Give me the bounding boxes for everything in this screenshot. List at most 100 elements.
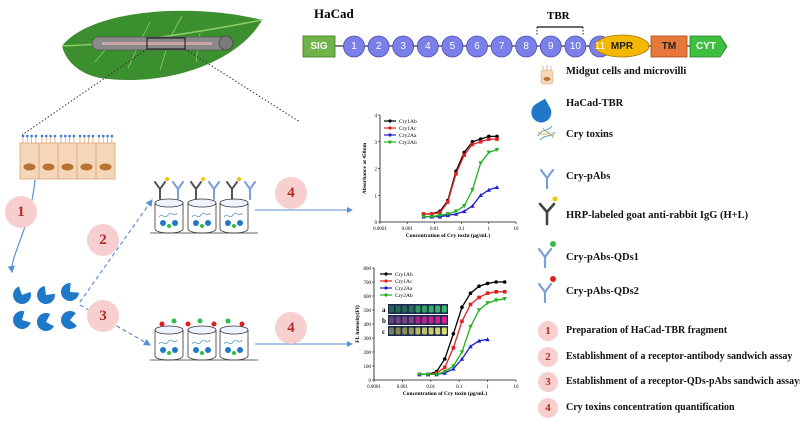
flow-step-2: 2	[87, 224, 119, 256]
data-point-Cry1Ac	[454, 172, 458, 176]
data-point-Cry2Ab	[451, 364, 456, 369]
legend-midgut: Midgut cells and microvilli	[566, 66, 687, 77]
data-point-Cry2Aa	[478, 193, 483, 198]
hacad-tbr-proteins	[13, 283, 79, 331]
repeat-domain-4	[416, 35, 439, 58]
y-tick-label: 300	[364, 337, 372, 342]
y-tick-label: 2	[375, 168, 378, 173]
legend-marker-Cry1Ab	[388, 119, 392, 123]
x-tick-label: 0.001	[402, 227, 414, 232]
repeat-domain-6	[466, 35, 488, 58]
hacad-title: HaCad	[314, 6, 354, 21]
data-point-Cry2Ab	[494, 147, 500, 152]
data-point-Cry1Ac	[438, 210, 442, 215]
repeat-domain-7	[490, 35, 513, 58]
inset-well	[389, 316, 394, 324]
data-point-Cry2Ab	[425, 372, 431, 377]
series-line-Cry1Ab	[423, 135, 497, 215]
inset-well	[435, 316, 441, 324]
qds1-icon	[537, 241, 556, 269]
data-point-Cry2Ab	[445, 212, 450, 217]
y-tick-label: 500	[364, 309, 372, 314]
data-point-Cry2Aa	[485, 337, 490, 342]
x-tick-label: 1	[486, 385, 489, 390]
caterpillar-icon	[91, 35, 234, 51]
x-tick-label: 1	[488, 227, 491, 232]
flow-step-4a: 4	[275, 177, 307, 209]
zoom-line-right	[184, 48, 301, 123]
data-point-Cry2Aa	[468, 344, 473, 349]
data-point-Cry2Ab	[459, 350, 465, 355]
y-tick-label: 100	[364, 365, 372, 370]
x-tick-label: 0.01	[430, 227, 439, 232]
legend-marker-Cry2Ab	[384, 293, 388, 297]
inset-well	[395, 305, 401, 313]
repeat-domain-10	[564, 35, 587, 58]
step-circle-4: 4	[538, 398, 558, 418]
wells-qds-assay	[150, 318, 258, 361]
y-tick-label: 600	[364, 295, 372, 300]
arrow-step1	[7, 179, 36, 274]
data-point-Cry1Ac	[487, 137, 491, 141]
step-text-3: Establishment of a receptor-QDs-pAbs san…	[566, 376, 800, 387]
y-axis-label: FL intensity(FI)	[354, 305, 361, 343]
x-axis-label: Concentration of Cry toxin (μg/mL)	[406, 232, 491, 239]
repeat-label-10: 10	[569, 41, 581, 52]
inset-well	[402, 327, 408, 335]
tm-domain	[650, 35, 688, 58]
repeat-label-3: 3	[400, 41, 406, 52]
data-point-Cry1Ac	[477, 295, 481, 300]
data-point-Cry2Aa	[462, 209, 467, 214]
legend-marker-Cry1Ac	[384, 279, 388, 283]
legend-icons	[531, 65, 558, 304]
wells-hrp-assay	[150, 177, 258, 234]
data-point-Cry2Ab	[468, 325, 473, 329]
data-point-Cry1Ab	[494, 280, 498, 284]
cry-pabs-icon	[539, 168, 555, 190]
inset-well	[408, 327, 414, 335]
x-tick-label: 0.0001	[367, 385, 381, 390]
data-point-Cry2Ab	[434, 372, 439, 377]
data-point-Cry2Ab	[470, 188, 475, 193]
legend-label-Cry1Ab: Cry1Ab	[399, 119, 417, 125]
repeat-label-1: 1	[351, 41, 357, 52]
y-tick-label: 200	[364, 351, 372, 356]
legend-hrp: HRP-labeled goat anti-rabbit IgG (H+L)	[566, 210, 749, 221]
data-point-Cry2Ab	[462, 204, 467, 209]
repeat-domain-5	[441, 35, 464, 58]
data-point-Cry2Ab	[485, 301, 490, 306]
data-point-Cry2Aa	[459, 356, 465, 361]
legend-hacad-tbr: HaCad-TBR	[566, 98, 624, 109]
data-point-Cry1Ac	[445, 200, 450, 204]
repeat-label-4: 4	[425, 41, 431, 52]
data-point-Cry2Ab	[493, 298, 499, 303]
cyt-label: CYT	[696, 41, 716, 52]
legend-label-Cry2Aa: Cry2Aa	[399, 133, 417, 139]
data-point-Cry1Ab	[502, 280, 507, 284]
legend-label-Cry2Ab: Cry2Ab	[399, 140, 417, 146]
y-tick-label: 800	[364, 267, 372, 272]
repeat-label-8: 8	[523, 41, 529, 52]
data-point-Cry1Ac	[442, 365, 447, 370]
x-tick-label: 0.01	[426, 385, 435, 390]
data-point-Cry1Ab	[442, 357, 447, 361]
legend-marker-Cry2Aa	[384, 286, 388, 290]
legend-label-Cry2Aa: Cry2Aa	[395, 286, 413, 292]
data-point-Cry1Ab	[460, 305, 464, 310]
y-tick-label: 700	[364, 281, 372, 286]
qds2-icon	[537, 276, 556, 304]
data-point-Cry2Aa	[476, 338, 482, 343]
y-tick-label: 4	[375, 114, 378, 119]
midgut-cells-illustration	[19, 134, 116, 180]
legend-label-Cry1Ac: Cry1Ac	[395, 279, 413, 285]
inset-well	[435, 305, 441, 313]
repeat-domain-2	[367, 35, 390, 58]
data-point-Cry1Ab	[451, 332, 456, 336]
data-point-Cry1Ac	[485, 291, 490, 295]
data-point-Cry1Ab	[485, 281, 490, 286]
step-circle-1: 1	[538, 321, 558, 341]
inset-well	[428, 327, 434, 335]
data-point-Cry2Ab	[442, 369, 447, 374]
inset-well	[395, 327, 401, 335]
